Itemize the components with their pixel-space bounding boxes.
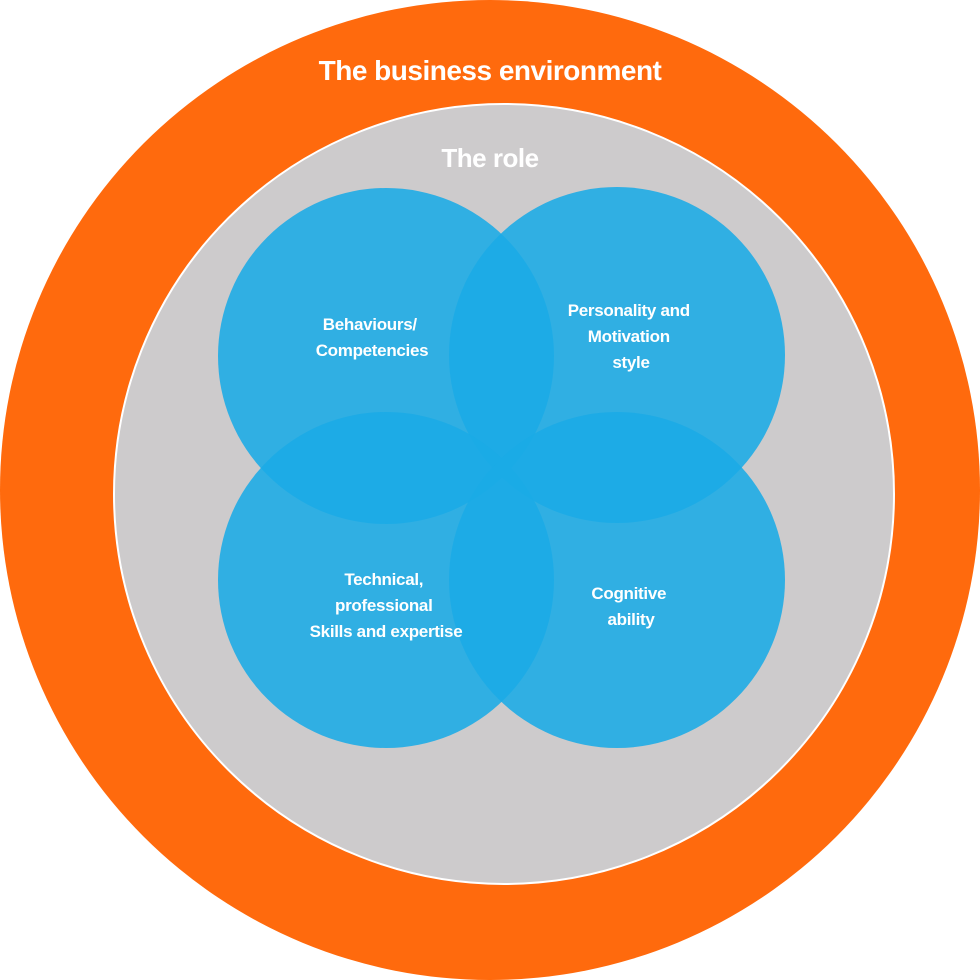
personality-label-line: style	[612, 353, 649, 372]
business-environment-title: The business environment	[319, 55, 662, 86]
cognitive-label-line: Cognitive	[591, 584, 666, 603]
personality-label-line: Motivation	[588, 327, 670, 346]
cognitive-label: Cognitive ability	[591, 584, 670, 629]
cognitive-label-line: ability	[607, 610, 655, 629]
behaviours-label-line: Behaviours/	[323, 315, 418, 334]
technical-label-line: professional	[335, 596, 432, 615]
technical-label-line: Skills and expertise	[310, 622, 463, 641]
role-title: The role	[441, 143, 538, 173]
personality-label: Personality and Motivation style	[568, 301, 695, 372]
venn-circles	[218, 187, 785, 748]
behaviours-label-line: Competencies	[316, 341, 429, 360]
cognitive-circle	[449, 412, 785, 748]
personality-label-line: Personality and	[568, 301, 690, 320]
technical-label-line: Technical,	[344, 570, 423, 589]
technical-circle	[218, 412, 554, 748]
technical-label: Technical, professional Skills and exper…	[310, 570, 463, 641]
behaviours-label: Behaviours/ Competencies	[316, 315, 429, 360]
